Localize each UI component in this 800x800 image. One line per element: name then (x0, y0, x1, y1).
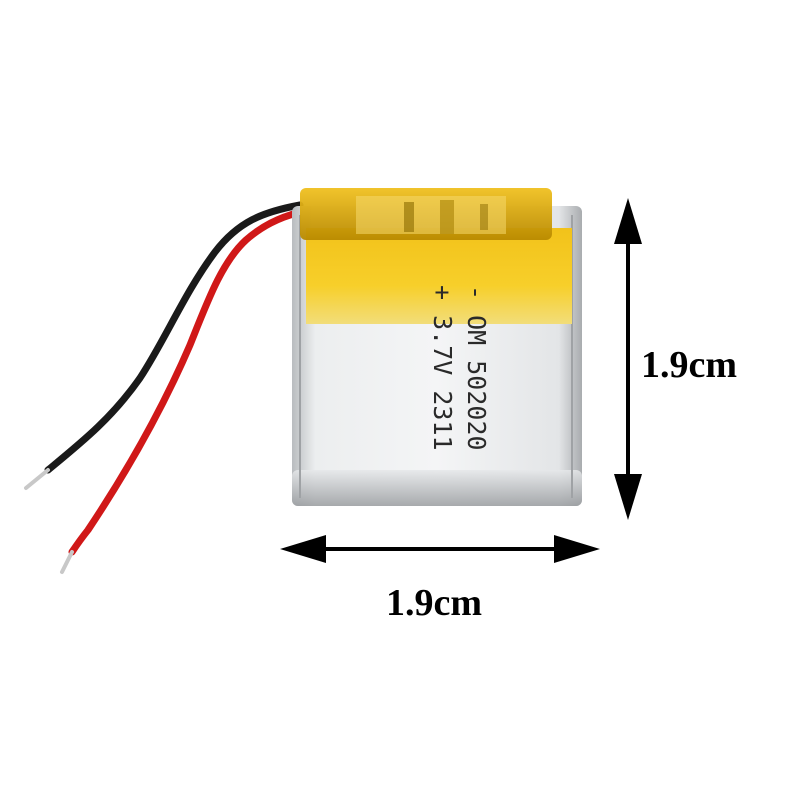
black-wire (44, 201, 304, 474)
height-dimension-arrow (614, 198, 642, 520)
width-dimension-arrow (280, 535, 600, 563)
width-dimension-label: 1.9cm (386, 582, 483, 624)
battery-print-line-1: - OM 502020 (462, 285, 491, 451)
tab-detail-2 (440, 200, 454, 234)
red-wire-tip (60, 550, 74, 574)
tab-detail-1 (404, 202, 414, 232)
battery-print-line-2: + 3.7V 2311 (428, 285, 457, 451)
red-wire (68, 208, 304, 556)
kapton-tape-band (306, 228, 572, 324)
height-dimension-label: 1.9cm (641, 344, 738, 386)
battery-foil-bottom-edge (292, 470, 582, 506)
battery-print: - OM 502020 + 3.7V 2311 (428, 285, 491, 451)
tab-detail-3 (480, 204, 488, 230)
black-wire-tip (24, 468, 50, 490)
